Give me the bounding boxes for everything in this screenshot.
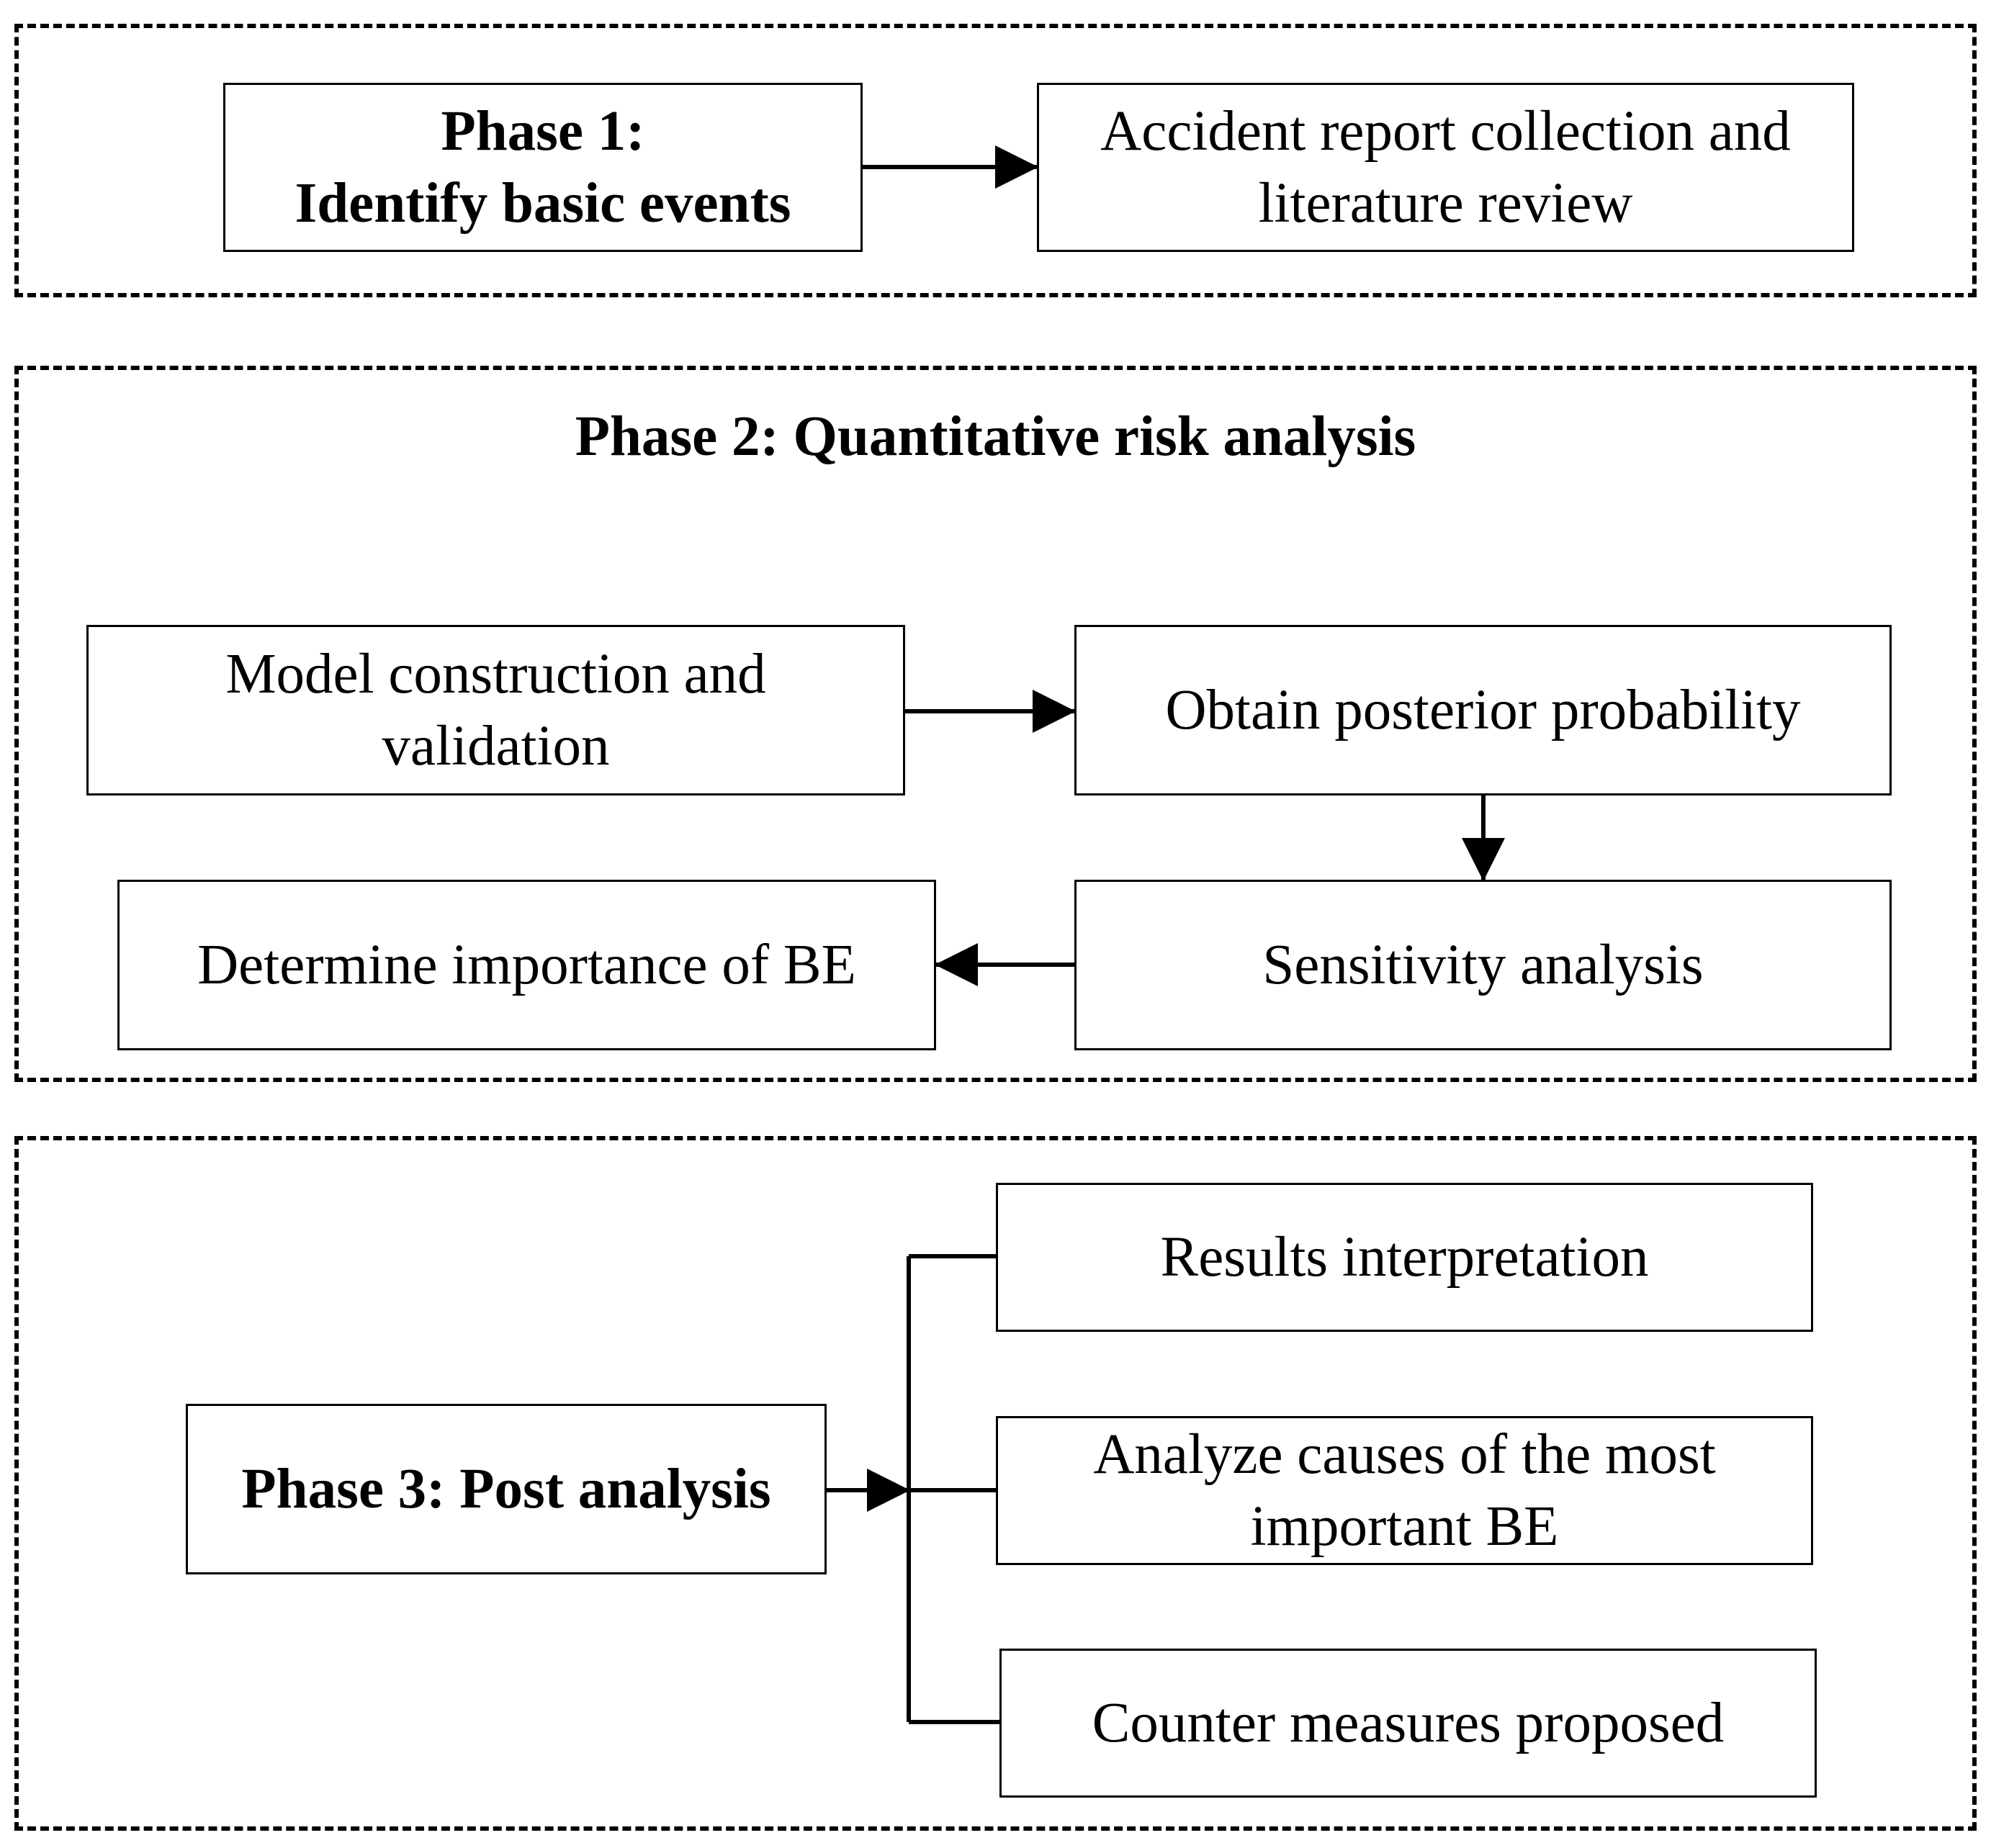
phase2-step-box-importance: Determine importance of BE (117, 880, 936, 1050)
phase1-title-box: Phase 1: Identify basic events (223, 83, 863, 252)
phase3-frame (14, 1136, 1977, 1831)
phase2-title: Phase 2: Quantitative risk analysis (575, 405, 1416, 468)
phase3-output-box-results: Results interpretation (996, 1183, 1813, 1332)
phase1-frame (14, 24, 1977, 297)
phase2-step-box-sensitivity: Sensitivity analysis (1074, 880, 1892, 1050)
phase3-title-box: Phase 3: Post analysis (186, 1404, 827, 1574)
phase2-step-box-model: Model construction and validation (86, 625, 905, 795)
phase1-step-box: Accident report collection and literatur… (1037, 83, 1854, 252)
phase2-frame (14, 366, 1977, 1082)
phase3-output-box-countermeasures: Counter measures proposed (999, 1649, 1817, 1798)
phase2-step-box-posterior: Obtain posterior probability (1074, 625, 1892, 795)
phase3-output-box-causes: Analyze causes of the most important BE (996, 1416, 1813, 1565)
